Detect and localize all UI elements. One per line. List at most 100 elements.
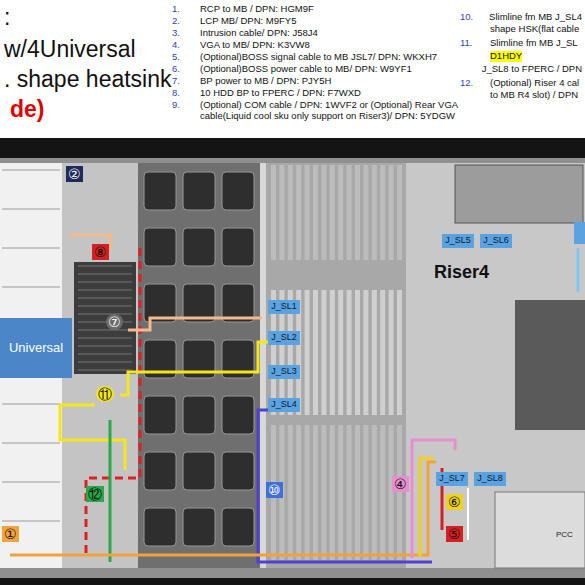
- photo-frame: [0, 138, 585, 585]
- drive-slot: [2, 248, 60, 249]
- fan-module: [183, 396, 215, 434]
- cable: [467, 488, 469, 540]
- memory-area: [266, 163, 406, 568]
- drive-slot: [2, 287, 60, 288]
- fan-rail: [260, 163, 266, 568]
- riser-label: Riser4: [434, 262, 489, 283]
- heatsink-fin: [78, 330, 132, 331]
- dimm: [397, 425, 402, 560]
- dimm: [321, 290, 326, 415]
- dimm: [330, 425, 335, 560]
- dimm-bank: [271, 425, 402, 560]
- callout-number: ①: [2, 526, 19, 542]
- heatsink-box: Universal: [0, 318, 72, 378]
- drive-slot: [2, 170, 60, 171]
- dimm: [372, 165, 377, 260]
- node-text: J_SL7: [439, 474, 465, 484]
- title-fragment: :: [4, 4, 10, 30]
- list-text: Intrusion cable/ DPN: J58J4: [200, 28, 318, 39]
- list-text: Slimline fm MB J_SL4: [489, 12, 582, 23]
- dimm: [288, 425, 293, 560]
- dimm: [305, 425, 310, 560]
- connector-tag: J_SL3: [268, 365, 300, 379]
- drive-slot: [2, 482, 60, 483]
- list-number: 8.: [172, 88, 180, 99]
- fan-module: [183, 284, 215, 322]
- cable: [577, 248, 580, 292]
- fan-module: [144, 172, 176, 210]
- callout-number: ⑥: [446, 494, 463, 510]
- list-number: 11.: [460, 38, 473, 49]
- callout-number: ⑤: [446, 526, 463, 542]
- dimm: [271, 165, 276, 260]
- dimm: [389, 165, 394, 260]
- heatsink-fin: [78, 282, 132, 283]
- node-text: Universal: [9, 341, 63, 355]
- cable: [109, 420, 112, 562]
- heatsink-fin: [78, 298, 132, 299]
- list-text: (Optional) Riser 4 cal: [490, 78, 579, 89]
- heatsink-fin: [78, 338, 132, 339]
- heatsink-fin: [78, 266, 132, 267]
- dimm: [338, 165, 343, 260]
- callout-number: ⑧: [92, 244, 109, 260]
- fan-module: [222, 228, 254, 266]
- callout-edge-mark: [574, 222, 585, 244]
- callout-number: ②: [66, 166, 83, 182]
- fan-module: [183, 172, 215, 210]
- node-text: J_SL2: [271, 333, 297, 343]
- list-number: 2.: [172, 16, 180, 27]
- dimm: [363, 290, 368, 415]
- connector-tag: J_SL2: [268, 331, 300, 345]
- fan-module: [144, 508, 176, 546]
- heatsink-outline: [86, 248, 140, 555]
- callout-number: ⑦: [106, 314, 123, 330]
- list-text: RCP to MB / DPN: HGM9F: [200, 4, 314, 15]
- fan-module: [222, 172, 254, 210]
- fan-module: [222, 396, 254, 434]
- heatsink-fin: [78, 354, 132, 355]
- list-number: 1.: [172, 4, 180, 15]
- list-text: LCP MB/ DPN: M9FY5: [200, 16, 296, 27]
- heatsink-fin: [78, 306, 132, 307]
- dimm: [380, 165, 385, 260]
- cable: [60, 405, 125, 470]
- riser-connector: [515, 300, 585, 430]
- title-fragment: . shape heatsink: [4, 66, 172, 92]
- list-text: BP power to MB / DPN: PJY5H: [200, 76, 331, 87]
- cable: [10, 462, 436, 555]
- fan-module: [222, 284, 254, 322]
- fan-module: [144, 452, 176, 490]
- callout-number: ⑫: [86, 486, 104, 502]
- list-text: (Optional)BOSS signal cable to MB JSL7/ …: [200, 52, 437, 63]
- list-text: J_SL8 to FPERC / DPN: [482, 64, 582, 75]
- dimm: [355, 290, 360, 415]
- node-text: J_SL6: [483, 236, 509, 246]
- list-number: 4.: [172, 40, 180, 51]
- fan-module: [183, 228, 215, 266]
- dimm: [296, 425, 301, 560]
- dimm: [380, 425, 385, 560]
- fan-module: [222, 452, 254, 490]
- cable: [120, 342, 268, 395]
- node-text: J_SL4: [271, 400, 297, 410]
- list-number: 7.: [172, 76, 180, 87]
- connector-tag: J_SL8: [474, 472, 506, 486]
- drive-slot: [2, 209, 60, 210]
- dimm: [313, 425, 318, 560]
- dimm: [372, 290, 377, 415]
- psu-bay: [455, 165, 583, 223]
- drive-slot: [2, 443, 60, 444]
- list-number: 5.: [172, 52, 180, 63]
- system-board: [406, 163, 585, 568]
- list-number: 6.: [172, 64, 180, 75]
- dimm: [288, 165, 293, 260]
- title-fragment: w/4Universal: [4, 36, 136, 62]
- backplane-area: [62, 163, 138, 568]
- list-number: 9.: [172, 100, 180, 111]
- heatsink-fin: [78, 370, 132, 371]
- dimm: [279, 165, 284, 260]
- connector-tag: J_SL4: [268, 398, 300, 412]
- callout-number: ⑪: [96, 386, 114, 402]
